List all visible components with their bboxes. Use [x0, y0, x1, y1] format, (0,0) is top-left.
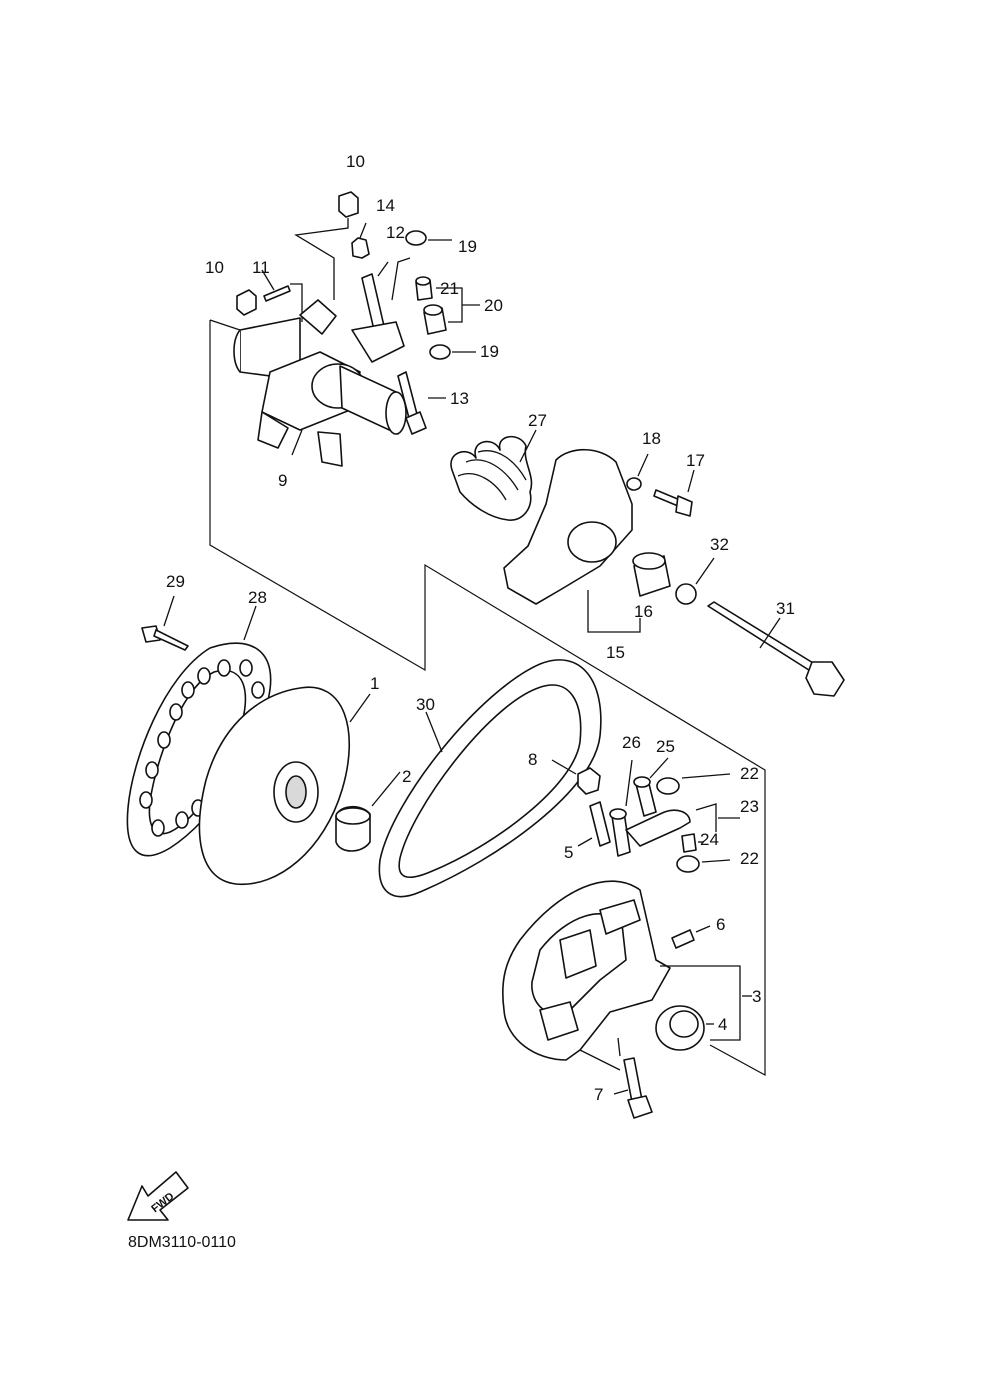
callout-10a: 10 — [346, 152, 365, 171]
part-28-ring-gear — [126, 605, 272, 857]
part-14-cap — [351, 222, 370, 259]
callout-30: 30 — [416, 695, 435, 714]
callout-25: 25 — [656, 737, 675, 756]
part-22-washer-bottom — [676, 855, 731, 873]
assembly-guide-lines — [209, 319, 766, 1077]
part-10-slider-top — [294, 191, 359, 300]
part-21-collar — [415, 276, 433, 301]
part-22-washer-top — [656, 773, 731, 795]
part-25-bolt — [633, 757, 669, 817]
callout-26: 26 — [622, 733, 641, 752]
callout-31: 31 — [776, 599, 795, 618]
callout-18: 18 — [642, 429, 661, 448]
fwd-arrow-icon: FWD — [127, 1171, 189, 1221]
part-20-bushing — [423, 287, 480, 335]
callout-20: 20 — [484, 296, 503, 315]
callout-29: 29 — [166, 572, 185, 591]
callout-labels: 10 14 12 19 10 11 21 20 19 13 27 18 17 9… — [166, 152, 795, 1104]
callout-7: 7 — [594, 1085, 603, 1104]
callout-23: 23 — [740, 797, 759, 816]
callout-19a: 19 — [458, 237, 477, 256]
callout-1: 1 — [370, 674, 379, 693]
callout-19b: 19 — [480, 342, 499, 361]
part-19-leader-line — [391, 257, 411, 301]
part-11-roller-pin — [261, 269, 303, 322]
part-17-bolt — [653, 469, 695, 517]
callout-15: 15 — [606, 643, 625, 662]
part-4-seal — [655, 1005, 714, 1051]
part-30-belt — [378, 659, 602, 898]
part-5-pin — [577, 801, 611, 847]
part-3-movable-sheave — [501, 880, 752, 1071]
callout-22b: 22 — [740, 849, 759, 868]
part-29-bolt — [141, 595, 189, 651]
part-32-washer — [675, 557, 715, 605]
callout-9: 9 — [278, 471, 287, 490]
callout-2: 2 — [402, 767, 411, 786]
part-10-slider-left — [236, 289, 257, 316]
part-7-bolt — [613, 1037, 653, 1119]
part-9-spider-hub — [233, 299, 407, 467]
part-15-cover — [503, 449, 641, 633]
callout-3: 3 — [752, 987, 761, 1006]
callout-21: 21 — [440, 279, 459, 298]
part-16-bushing — [632, 552, 671, 597]
part-19-washer-top — [405, 230, 452, 246]
part-12-pin — [361, 261, 389, 331]
callout-11: 11 — [252, 258, 270, 277]
callout-13: 13 — [450, 389, 469, 408]
callout-8: 8 — [528, 750, 537, 769]
callout-10b: 10 — [205, 258, 224, 277]
part-23-arm — [625, 803, 740, 847]
callout-22a: 22 — [740, 764, 759, 783]
part-2-collar — [335, 771, 401, 852]
callout-4: 4 — [718, 1015, 727, 1034]
callout-27: 27 — [528, 411, 547, 430]
part-1-fixed-sheave — [198, 686, 371, 885]
callout-6: 6 — [716, 915, 725, 934]
drawing-code: 8DM3110-0110 — [128, 1234, 236, 1251]
callout-12: 12 — [386, 223, 405, 242]
part-31-bolt — [707, 601, 845, 697]
part-6-screw — [671, 925, 711, 949]
callout-5: 5 — [564, 843, 573, 862]
part-24-collar — [681, 833, 704, 853]
callout-14: 14 — [376, 196, 395, 215]
part-18-washer — [626, 453, 649, 491]
callout-24: 24 — [700, 830, 719, 849]
part-8-nut — [551, 759, 601, 795]
callout-17: 17 — [686, 451, 705, 470]
part-26-bolt — [609, 759, 633, 857]
ring-gear-holes — [139, 659, 265, 837]
part-19-washer-bottom — [429, 344, 476, 360]
part-27-spring — [450, 429, 537, 521]
callout-28: 28 — [248, 588, 267, 607]
callout-16: 16 — [634, 602, 653, 621]
part-13-bolt — [397, 371, 446, 435]
callout-32: 32 — [710, 535, 729, 554]
